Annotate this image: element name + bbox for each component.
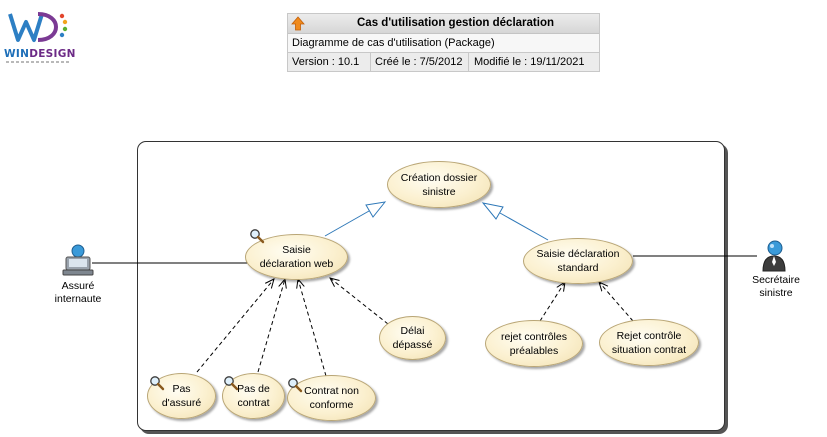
extend-pas-contrat: [257, 279, 285, 373]
magnifier-icon: [224, 376, 239, 391]
use-case-saisie-standard[interactable]: Saisie déclaration standard: [523, 238, 633, 284]
actor-assure-line1: Assuré: [61, 280, 95, 292]
use-case-pas-contrat-line2: contrat: [237, 397, 270, 409]
use-case-rejet-prealables-line1: rejet contrôles: [501, 330, 567, 343]
use-case-saisie-web[interactable]: Saisie déclaration web: [245, 234, 348, 280]
generalization-saisie-standard: [481, 202, 549, 241]
divider: [370, 53, 371, 71]
use-case-delai-line1: Délai: [400, 325, 425, 337]
use-case-pas-contrat[interactable]: Pas de contrat: [222, 373, 285, 419]
use-case-delai-line2: dépassé: [392, 339, 433, 351]
use-case-rejet-situation-line2: situation contrat: [611, 343, 687, 356]
diagram-type: Diagramme de cas d'utilisation (Package): [292, 37, 495, 49]
use-case-contrat-non-conforme-line2: conforme: [309, 399, 354, 411]
use-case-pas-assure[interactable]: Pas d'assuré: [147, 373, 216, 419]
use-case-delai-depasse[interactable]: Délai dépassé: [379, 316, 446, 360]
generalization-saisie-web: [324, 201, 387, 237]
orange-up-arrow-icon: [291, 16, 305, 31]
version-label: Version : 10.1: [292, 56, 360, 68]
header-title-bar: Cas d'utilisation gestion déclaration: [288, 14, 599, 34]
use-case-contrat-non-conforme[interactable]: Contrat non conforme: [287, 375, 376, 421]
actor-secretaire-line1: Secrétaire: [752, 274, 800, 286]
magnifier-icon: [150, 376, 165, 391]
use-case-pas-contrat-line1: Pas de: [237, 383, 270, 395]
use-case-rejet-prealables-line2: préalables: [509, 344, 559, 357]
actor-assure-label: Assuré internaute: [38, 280, 118, 306]
use-case-saisie-web-line2: déclaration web: [259, 258, 334, 270]
header-title: Cas d'utilisation gestion déclaration: [357, 17, 554, 29]
use-case-saisie-standard-line2: standard: [557, 262, 599, 274]
extend-rejet-situation: [599, 282, 634, 322]
actor-secretaire-icon[interactable]: [760, 240, 788, 272]
header-diagram-type-row: Diagramme de cas d'utilisation (Package): [288, 34, 599, 53]
modified-date: Modifié le : 19/11/2021: [474, 56, 585, 68]
use-case-creation-line1: Création dossier: [400, 171, 478, 184]
magnifier-icon: [288, 378, 303, 393]
divider: [468, 53, 469, 71]
use-case-contrat-non-conforme-line1: Contrat non: [304, 385, 359, 397]
extend-rejet-prealables: [539, 282, 565, 322]
use-case-saisie-web-line1: Saisie: [282, 244, 311, 256]
header-meta-row: Version : 10.1 Créé le : 7/5/2012 Modifi…: [288, 53, 599, 71]
actor-secretaire-label: Secrétaire sinistre: [736, 274, 816, 300]
use-case-rejet-situation-line1: Rejet contrôle: [616, 329, 682, 342]
extend-delai-depasse: [330, 278, 389, 325]
logo-text: WINDESIGN: [4, 48, 76, 60]
windesign-logo: WINDESIGN: [4, 8, 76, 68]
magnifier-icon: [250, 229, 265, 244]
created-date: Créé le : 7/5/2012: [375, 56, 463, 68]
extend-contrat-non-conforme: [298, 279, 327, 377]
actor-assure-line2: internaute: [54, 293, 102, 305]
actor-secretaire-line2: sinistre: [759, 287, 793, 299]
extend-pas-assure: [196, 279, 274, 373]
use-case-pas-assure-line1: Pas: [172, 383, 191, 395]
use-case-pas-assure-line2: d'assuré: [161, 397, 202, 409]
use-case-saisie-standard-line1: Saisie déclaration: [536, 248, 620, 260]
use-case-creation-line2: sinistre: [422, 185, 456, 198]
diagram-header: Cas d'utilisation gestion déclaration Di…: [287, 13, 600, 72]
logo-mark-icon: [8, 12, 68, 42]
logo-tagline: [6, 61, 70, 63]
actor-assure-icon[interactable]: [62, 244, 94, 278]
